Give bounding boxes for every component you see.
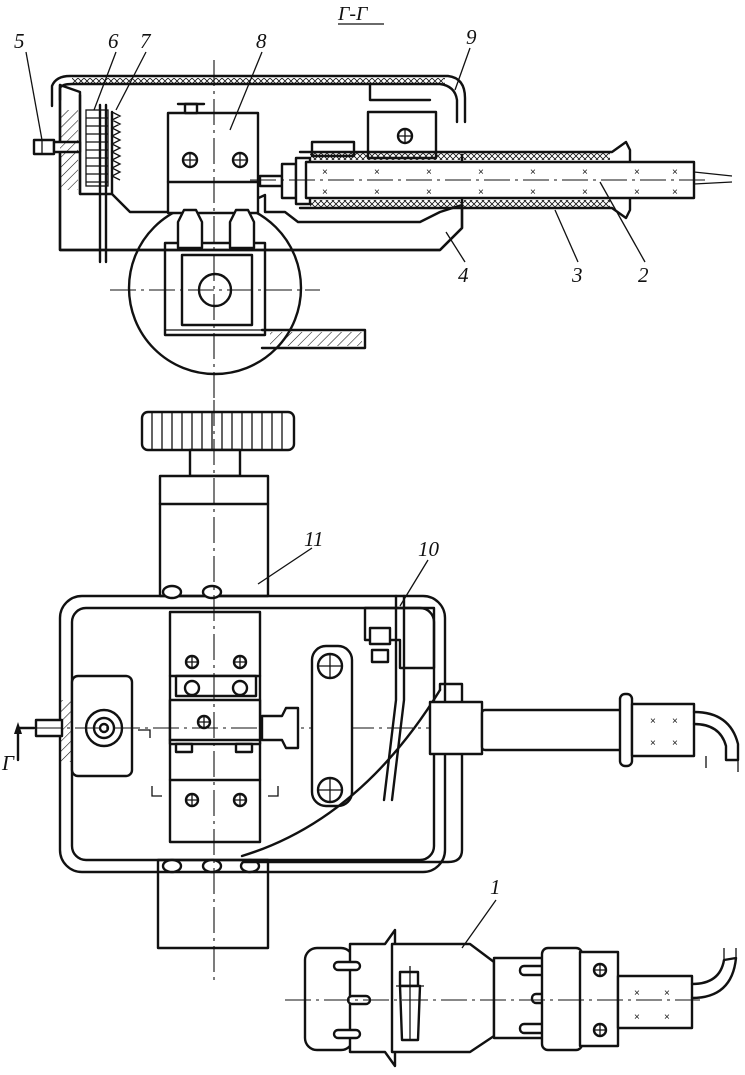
callout-2: 2 bbox=[638, 263, 649, 287]
callout-11: 11 bbox=[304, 527, 323, 551]
svg-text:×: × bbox=[478, 187, 484, 198]
pin-wall bbox=[60, 110, 78, 190]
tube bbox=[250, 140, 733, 220]
svg-text:×: × bbox=[672, 716, 678, 727]
svg-text:×: × bbox=[322, 167, 328, 178]
svg-text:×: × bbox=[582, 187, 588, 198]
spring-assembly bbox=[85, 103, 122, 264]
svg-text:×: × bbox=[650, 716, 656, 727]
leaders-top bbox=[25, 47, 646, 263]
svg-text:×: × bbox=[672, 187, 678, 198]
plan-view: Г × × × × bbox=[1, 400, 740, 980]
leader-1 bbox=[461, 899, 497, 949]
section-view: Г-Г bbox=[25, 3, 733, 400]
svg-text:×: × bbox=[530, 187, 536, 198]
leader-11 bbox=[257, 547, 313, 585]
svg-text:×: × bbox=[374, 167, 380, 178]
callout-6: 6 bbox=[108, 29, 119, 53]
callout-3: 3 bbox=[571, 263, 583, 287]
rod-markings: × × × × × × × × × × × × × × × × bbox=[322, 167, 678, 198]
callout-4: 4 bbox=[458, 263, 469, 287]
svg-text:×: × bbox=[322, 187, 328, 198]
svg-text:×: × bbox=[634, 1012, 640, 1023]
tube-plan: × × × × bbox=[428, 692, 740, 772]
svg-text:×: × bbox=[664, 1012, 670, 1023]
callout-8: 8 bbox=[256, 29, 267, 53]
svg-text:×: × bbox=[634, 167, 640, 178]
knob bbox=[140, 410, 296, 478]
slide-plate bbox=[138, 610, 279, 844]
clamp-block bbox=[166, 102, 260, 250]
plunger bbox=[258, 156, 312, 206]
lever-hatch bbox=[270, 332, 362, 346]
roller bbox=[127, 200, 303, 376]
svg-text:×: × bbox=[634, 187, 640, 198]
guide-column-bottom bbox=[156, 858, 270, 950]
section-marker: Г bbox=[1, 751, 15, 775]
section-arrow: Г bbox=[1, 722, 480, 775]
lever-arm bbox=[260, 328, 367, 350]
svg-text:×: × bbox=[582, 167, 588, 178]
svg-text:×: × bbox=[672, 738, 678, 749]
svg-text:×: × bbox=[374, 187, 380, 198]
pin-cutaway bbox=[34, 674, 134, 778]
svg-text:×: × bbox=[530, 167, 536, 178]
callout-5: 5 bbox=[14, 29, 25, 53]
svg-text:×: × bbox=[650, 738, 656, 749]
cover bbox=[50, 74, 467, 124]
svg-text:×: × bbox=[664, 988, 670, 999]
callout-7: 7 bbox=[140, 29, 152, 53]
section-title: Г-Г bbox=[337, 3, 369, 25]
svg-text:×: × bbox=[426, 187, 432, 198]
corner-lever bbox=[240, 594, 464, 864]
side-bracket bbox=[260, 644, 354, 808]
callout-10: 10 bbox=[418, 537, 440, 561]
connector-view: × × × × bbox=[285, 899, 738, 1068]
svg-text:×: × bbox=[672, 167, 678, 178]
edge-screws bbox=[161, 584, 261, 874]
bracket bbox=[310, 110, 438, 160]
callout-9: 9 bbox=[466, 25, 477, 49]
svg-text:×: × bbox=[634, 988, 640, 999]
leader-10 bbox=[399, 559, 429, 607]
callout-1: 1 bbox=[490, 875, 501, 899]
svg-text:×: × bbox=[426, 167, 432, 178]
cover-hatch bbox=[72, 78, 445, 84]
svg-text:×: × bbox=[478, 167, 484, 178]
callout-labels: 5 6 7 8 9 4 3 2 11 10 1 bbox=[14, 25, 649, 899]
